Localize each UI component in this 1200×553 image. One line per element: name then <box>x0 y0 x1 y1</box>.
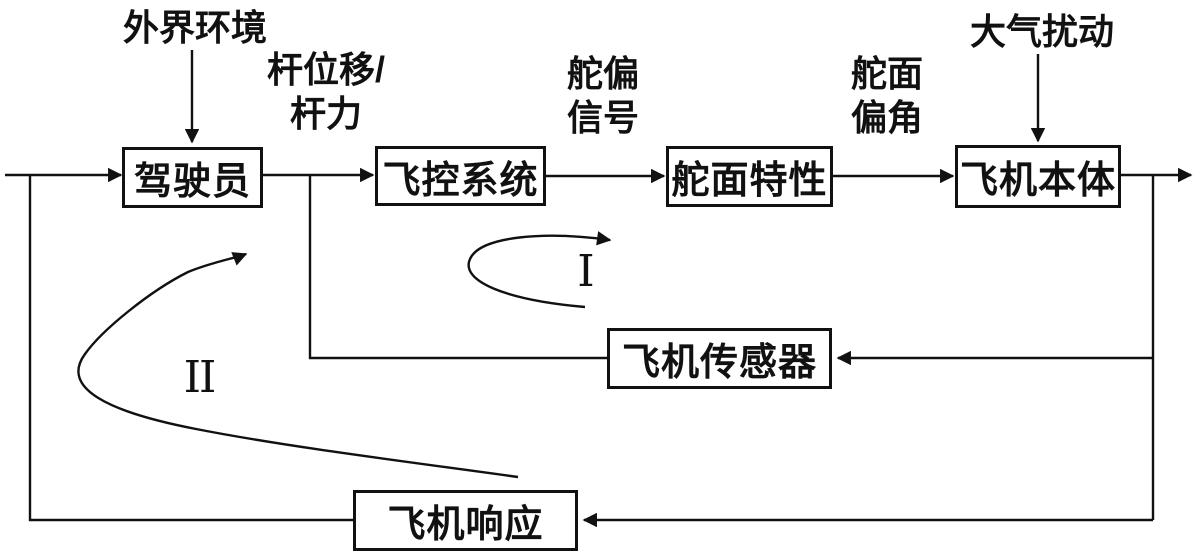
surface-angle-label: 舵面 偏角 <box>851 52 923 140</box>
airframe-box: 飞机本体 <box>955 145 1121 208</box>
rudder-signal-line2: 信号 <box>566 97 640 138</box>
flight-control-system-box: 飞控系统 <box>375 146 546 206</box>
surface-angle-line2: 偏角 <box>850 97 924 138</box>
loop1-label: I <box>577 246 594 297</box>
aircraft-response-box: 飞机响应 <box>353 490 578 551</box>
response-to-pilot-line <box>28 175 353 522</box>
aircraft-sensor-box: 飞机传感器 <box>607 328 832 389</box>
environment-label: 外界环境 <box>122 7 268 48</box>
stick-label-line1: 杆位移/ <box>266 49 386 90</box>
rudder-signal-line1: 舵偏 <box>566 53 640 94</box>
loop2-curve-arrow <box>77 252 519 479</box>
stick-label: 杆位移/ 杆力 <box>267 48 385 136</box>
loop1-curve-arrow <box>467 231 612 309</box>
stick-label-line2: 杆力 <box>289 93 363 134</box>
control-surface-box: 舵面特性 <box>666 146 833 207</box>
sensor-to-fcs-line <box>308 175 607 360</box>
pilot-box: 驾驶员 <box>122 147 263 208</box>
rudder-signal-label: 舵偏 信号 <box>567 52 639 140</box>
surface-angle-line1: 舵面 <box>850 53 924 94</box>
atmosphere-label: 大气扰动 <box>969 11 1115 52</box>
loop2-label: II <box>183 352 217 403</box>
